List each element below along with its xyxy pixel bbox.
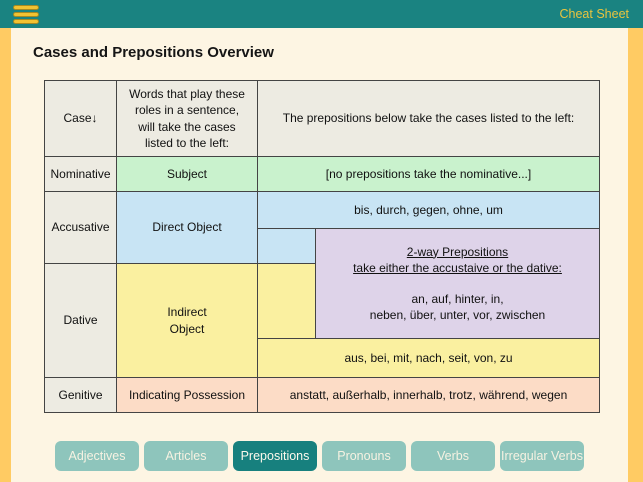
role-cell-indirect-object: Indirect Object [117,264,258,378]
header-cell-roles-description: Words that play these roles in a sentenc… [117,81,258,157]
two-way-subtitle: take either the accustaive or the dative… [353,260,562,275]
role-cell-subject: Subject [117,157,258,192]
top-navigation-bar: Cheat Sheet [0,0,643,28]
accusative-spacer-cell [258,229,316,264]
two-way-list-line1: an, auf, hinter, in, [411,292,504,306]
tab-verbs[interactable]: Verbs [411,441,495,471]
prepositions-cell-dative: aus, bei, mit, nach, seit, von, zu [258,339,600,378]
content-area: Cases and Prepositions Overview Case↓ Wo… [11,28,628,482]
page-title: Cases and Prepositions Overview [33,44,274,61]
role-cell-direct-object: Direct Object [117,192,258,264]
tab-prepositions[interactable]: Prepositions [233,441,317,471]
dative-spacer-cell [258,264,316,339]
cases-prepositions-table: Case↓ Words that play these roles in a s… [44,80,600,413]
menu-button[interactable] [13,4,39,24]
tab-pronouns[interactable]: Pronouns [322,441,406,471]
tab-irregular-verbs[interactable]: Irregular Verbs [500,441,584,471]
tab-articles[interactable]: Articles [144,441,228,471]
prepositions-cell-genitive: anstatt, außerhalb, innerhalb, trotz, wä… [258,378,600,413]
header-cell-case: Case↓ [45,81,117,157]
tab-adjectives[interactable]: Adjectives [55,441,139,471]
bottom-tab-bar: Adjectives Articles Prepositions Pronoun… [11,441,628,471]
case-cell-genitive: Genitive [45,378,117,413]
role-cell-indicating-possession: Indicating Possession [117,378,258,413]
two-way-prepositions-cell: 2-way Prepositions take either the accus… [316,229,600,339]
topbar-title: Cheat Sheet [559,7,630,21]
prepositions-cell-nominative: [no prepositions take the nominative...] [258,157,600,192]
header-cell-prepositions-description: The prepositions below take the cases li… [258,81,600,157]
case-cell-accusative: Accusative [45,192,117,264]
hamburger-icon [13,4,39,24]
case-cell-nominative: Nominative [45,157,117,192]
prepositions-cell-accusative: bis, durch, gegen, ohne, um [258,192,600,229]
two-way-list-line2: neben, über, unter, vor, zwischen [369,308,546,323]
case-cell-dative: Dative [45,264,117,378]
two-way-title: 2-way Prepositions [406,244,509,259]
